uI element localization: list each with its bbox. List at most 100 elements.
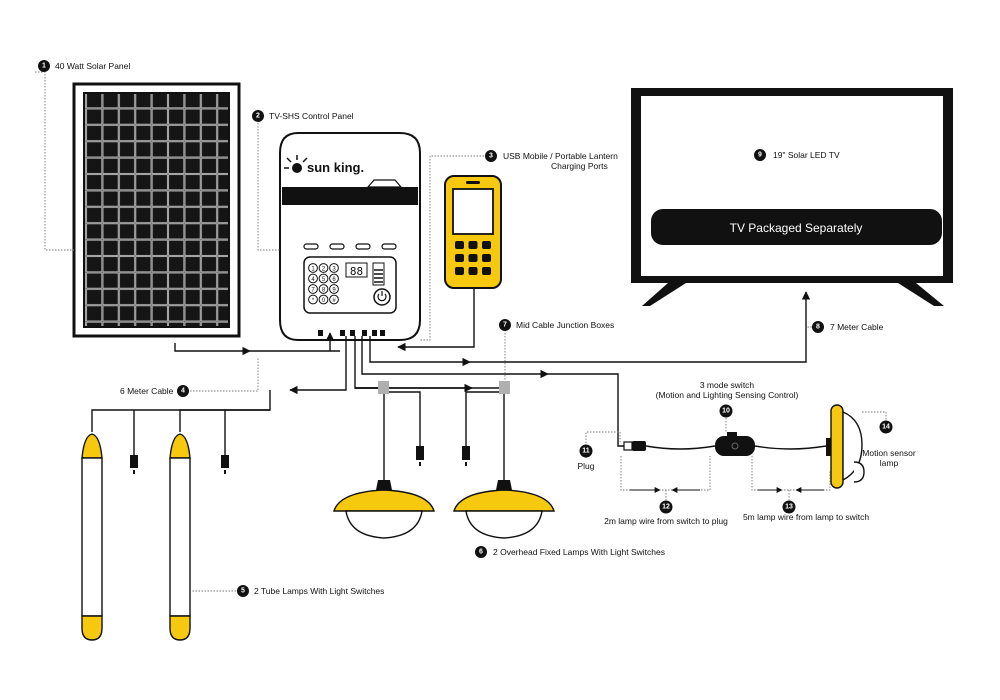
light-switch xyxy=(462,446,470,460)
lcd-digits: 88 xyxy=(350,265,363,278)
label-14: 14 Motion sensor lamp xyxy=(862,420,916,468)
svg-text:40 Watt Solar Panel: 40 Watt Solar Panel xyxy=(55,61,130,71)
label-5: 5 2 Tube Lamps With Light Switches xyxy=(237,585,384,597)
label-6: 6 2 Overhead Fixed Lamps With Light Swit… xyxy=(475,546,665,558)
keypad-key-label: 9 xyxy=(332,287,336,293)
power-icon[interactable] xyxy=(373,288,391,306)
svg-text:2 Tube Lamps With Light Switch: 2 Tube Lamps With Light Switches xyxy=(254,586,384,596)
indicator-light xyxy=(381,243,397,250)
tube-lamp xyxy=(169,433,191,641)
svg-text:2: 2 xyxy=(256,113,260,120)
keypad-key-label: 5 xyxy=(322,277,326,283)
motion-lamp-assembly xyxy=(623,404,865,489)
indicator-light xyxy=(329,243,345,250)
label-10: 3 mode switch (Motion and Lighting Sensi… xyxy=(656,380,799,418)
tv-banner xyxy=(651,209,942,245)
light-switch xyxy=(221,455,229,468)
svg-text:14: 14 xyxy=(882,424,890,431)
svg-text:12: 12 xyxy=(662,504,670,511)
keypad-key-label: 4 xyxy=(311,277,315,283)
keypad-key[interactable] xyxy=(308,294,318,305)
svg-text:9: 9 xyxy=(758,152,762,159)
svg-text:5: 5 xyxy=(241,588,245,595)
tv-banner-text: TV Packaged Separately xyxy=(730,221,863,235)
three-mode-switch xyxy=(715,436,755,456)
overhead-lamp xyxy=(333,480,435,539)
svg-text:10: 10 xyxy=(722,408,730,415)
output-ports xyxy=(318,330,385,336)
svg-text:6 Meter Cable: 6 Meter Cable xyxy=(120,386,174,396)
light-switch xyxy=(416,446,424,460)
brand-band xyxy=(282,187,418,205)
label-9: 9 19" Solar LED TV xyxy=(754,149,840,161)
keypad-key[interactable] xyxy=(308,273,318,284)
keypad-key-label: 1 xyxy=(311,266,315,272)
plug xyxy=(623,441,633,451)
svg-text:(Motion and Lighting Sensing C: (Motion and Lighting Sensing Control) xyxy=(656,390,799,400)
svg-text:13: 13 xyxy=(785,504,793,511)
junction-box xyxy=(499,381,510,394)
keypad-key-label: 0 xyxy=(322,298,326,304)
keypad-key[interactable] xyxy=(308,263,318,273)
label-3: 3 USB Mobile / Portable Lantern Charging… xyxy=(485,150,618,171)
dimension-markers xyxy=(620,456,831,493)
keypad-key[interactable] xyxy=(318,284,329,294)
svg-text:7 Meter Cable: 7 Meter Cable xyxy=(830,322,884,332)
label-4: 6 Meter Cable 4 xyxy=(120,385,189,397)
sun-logo-icon xyxy=(284,155,308,173)
svg-text:2m lamp wire from switch to pl: 2m lamp wire from switch to plug xyxy=(604,516,728,526)
keypad-key[interactable] xyxy=(318,294,329,305)
svg-text:lamp: lamp xyxy=(880,458,899,468)
label-1: 1 40 Watt Solar Panel xyxy=(38,60,130,72)
keypad-key-label: # xyxy=(332,298,336,304)
solar-panel xyxy=(72,82,241,338)
svg-text:Motion sensor: Motion sensor xyxy=(862,448,916,458)
label-2: 2 TV-SHS Control Panel xyxy=(252,110,354,122)
keypad-key-label: 8 xyxy=(322,287,326,293)
tv-stand-left xyxy=(642,283,686,306)
keypad-key[interactable] xyxy=(318,273,329,284)
tv-stand-right xyxy=(898,283,944,306)
keypad-key-label: * xyxy=(312,298,315,304)
label-11: 11 Plug xyxy=(577,444,595,471)
label-13: 13 5m lamp wire from lamp to switch xyxy=(743,500,869,522)
svg-text:4: 4 xyxy=(181,388,185,395)
label-12: 12 2m lamp wire from switch to plug xyxy=(604,500,728,526)
svg-text:2 Overhead Fixed Lamps With Li: 2 Overhead Fixed Lamps With Light Switch… xyxy=(493,547,665,557)
keypad-key[interactable] xyxy=(329,263,339,273)
svg-text:Charging Ports: Charging Ports xyxy=(551,161,608,171)
lcd-display xyxy=(345,262,368,278)
keypad-key[interactable] xyxy=(329,284,339,294)
led-tv: TV Packaged Separately xyxy=(631,88,953,306)
keypad-key-label: 3 xyxy=(332,266,336,272)
label-8: 8 7 Meter Cable xyxy=(812,321,884,333)
indicator-light xyxy=(355,243,371,250)
keypad-key-label: 7 xyxy=(311,287,315,293)
keypad-key[interactable] xyxy=(329,294,339,305)
label-7: 7 Mid Cable Junction Boxes xyxy=(499,319,614,331)
brand-logo-text: sun king. xyxy=(307,160,364,175)
keypad-key-label: 2 xyxy=(322,266,326,272)
keypad-key[interactable] xyxy=(318,263,329,273)
phone-keypad xyxy=(455,241,491,275)
svg-text:7: 7 xyxy=(503,322,507,329)
tube-lamp xyxy=(81,433,103,641)
svg-text:Plug: Plug xyxy=(577,461,594,471)
indicator-light xyxy=(303,243,319,250)
svg-text:6: 6 xyxy=(479,549,483,556)
keypad-key[interactable] xyxy=(329,273,339,284)
svg-text:8: 8 xyxy=(816,324,820,331)
svg-text:3: 3 xyxy=(489,153,493,160)
svg-text:11: 11 xyxy=(582,448,590,455)
light-switch xyxy=(130,455,138,468)
svg-text:Mid Cable Junction Boxes: Mid Cable Junction Boxes xyxy=(516,320,614,330)
svg-text:TV-SHS Control Panel: TV-SHS Control Panel xyxy=(269,111,354,121)
keypad-key[interactable] xyxy=(308,284,318,294)
overhead-lamp xyxy=(453,480,555,539)
svg-text:1: 1 xyxy=(42,63,46,70)
keypad-key-label: 6 xyxy=(332,277,336,283)
svg-text:USB Mobile / Portable Lantern: USB Mobile / Portable Lantern xyxy=(503,151,618,161)
